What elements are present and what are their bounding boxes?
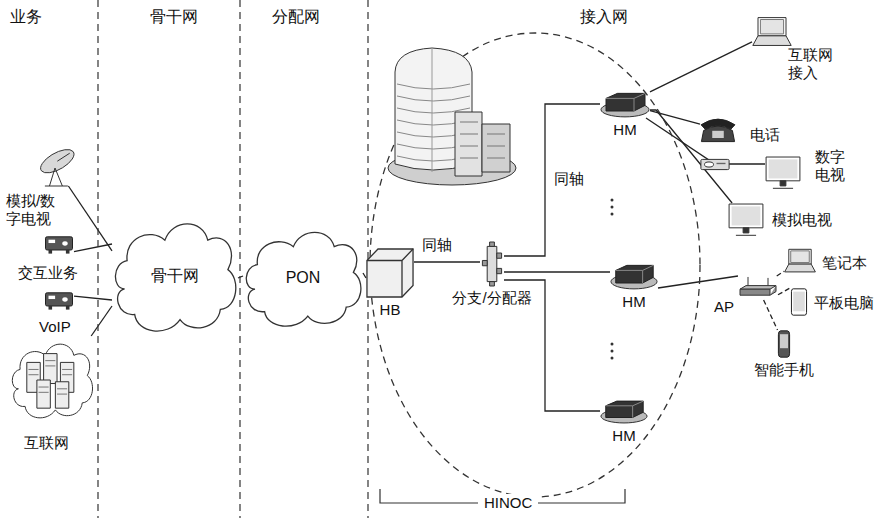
laptop-icon: [785, 249, 816, 272]
box-icon: [46, 293, 73, 310]
head-bridge: HB: [366, 248, 414, 298]
link-line: [658, 276, 738, 288]
hm-icon: [601, 401, 647, 423]
node-label: 智能手机: [754, 361, 814, 379]
splitter: 分支/分配器: [480, 242, 504, 286]
column-header: 接入网: [580, 8, 628, 26]
tablet-icon: [791, 289, 806, 315]
link-line: [414, 261, 480, 262]
modem: HM: [610, 262, 658, 290]
link-line: [91, 306, 112, 336]
terminal-device: 智能手机: [776, 330, 792, 358]
column-divider: [98, 0, 368, 518]
modem: HM: [600, 90, 650, 118]
link-line: [68, 186, 112, 251]
node-label: 模拟电视: [772, 211, 832, 229]
edge-label: 同轴: [420, 236, 454, 254]
terminal-device: 互联网接入: [752, 16, 792, 48]
terminal-device: 模拟电视: [728, 203, 764, 237]
node-label: VoIP: [39, 318, 71, 336]
internet-source: 互联网: [10, 336, 94, 424]
node-label: 笔记本: [822, 254, 867, 272]
node-label: 数字电视: [815, 148, 846, 184]
wireless-link: [778, 288, 790, 295]
link-line: [363, 273, 366, 278]
voip-source: VoIP: [44, 288, 74, 312]
node-label: PON: [286, 269, 321, 287]
servers-icon: [12, 344, 92, 418]
phone-icon: [701, 119, 735, 142]
access-region: [370, 33, 700, 497]
node-label: 骨干网: [151, 267, 199, 285]
satellite-source: 模拟/数字电视: [32, 146, 78, 186]
terminal-device: 数字电视: [765, 156, 801, 190]
monitor-icon: [766, 157, 800, 188]
link-line: [650, 42, 752, 92]
monitor-icon: [729, 204, 763, 235]
wireless-link: [764, 300, 778, 330]
modem: HM: [600, 398, 648, 424]
link-line: [504, 271, 610, 272]
node-label: 电话: [750, 126, 780, 144]
node-label: 互联网: [24, 434, 69, 452]
node-label: AP: [714, 298, 734, 316]
edge-label: 同轴: [552, 170, 586, 188]
dish-icon: [36, 145, 78, 186]
building: [388, 48, 516, 185]
node-label: HM: [612, 427, 635, 445]
node-label: HM: [613, 121, 636, 139]
node-label: 模拟/数字电视: [6, 192, 60, 228]
link-line: [74, 296, 112, 300]
link-line: [504, 104, 600, 256]
column-header: 业务: [10, 8, 42, 26]
column-header: 骨干网: [150, 8, 198, 26]
terminal-device: 平板电脑: [790, 288, 808, 316]
node-label: 平板电脑: [814, 294, 874, 312]
set-top-box-icon: [701, 159, 729, 169]
box-outline: [366, 248, 414, 298]
hm-icon: [611, 265, 657, 289]
splitter-icon: [482, 242, 501, 286]
network-cloud: PON: [243, 222, 363, 334]
router-icon: [740, 277, 776, 295]
laptop-icon: [753, 18, 791, 46]
wireless-link: [777, 271, 784, 276]
box-icon: [46, 237, 73, 254]
link-line: [646, 118, 765, 164]
network-cloud: 骨干网: [112, 212, 238, 340]
bracket-label: HINOC: [478, 494, 538, 512]
link-line: [74, 244, 112, 252]
terminal-device: 笔记本: [784, 248, 816, 274]
terminal-device: 电话: [700, 114, 736, 144]
node-label: HM: [622, 293, 645, 311]
column-header: 分配网: [272, 8, 320, 26]
node-label: 分支/分配器: [452, 289, 531, 307]
node-label: HB: [380, 301, 401, 319]
access-point: AP: [738, 276, 778, 300]
node-label: 交互业务: [18, 264, 78, 282]
interactive-source: 交互业务: [44, 232, 74, 256]
hm-icon: [601, 93, 649, 117]
node-label: 互联网接入: [788, 46, 834, 82]
smart-icon: [778, 331, 789, 357]
